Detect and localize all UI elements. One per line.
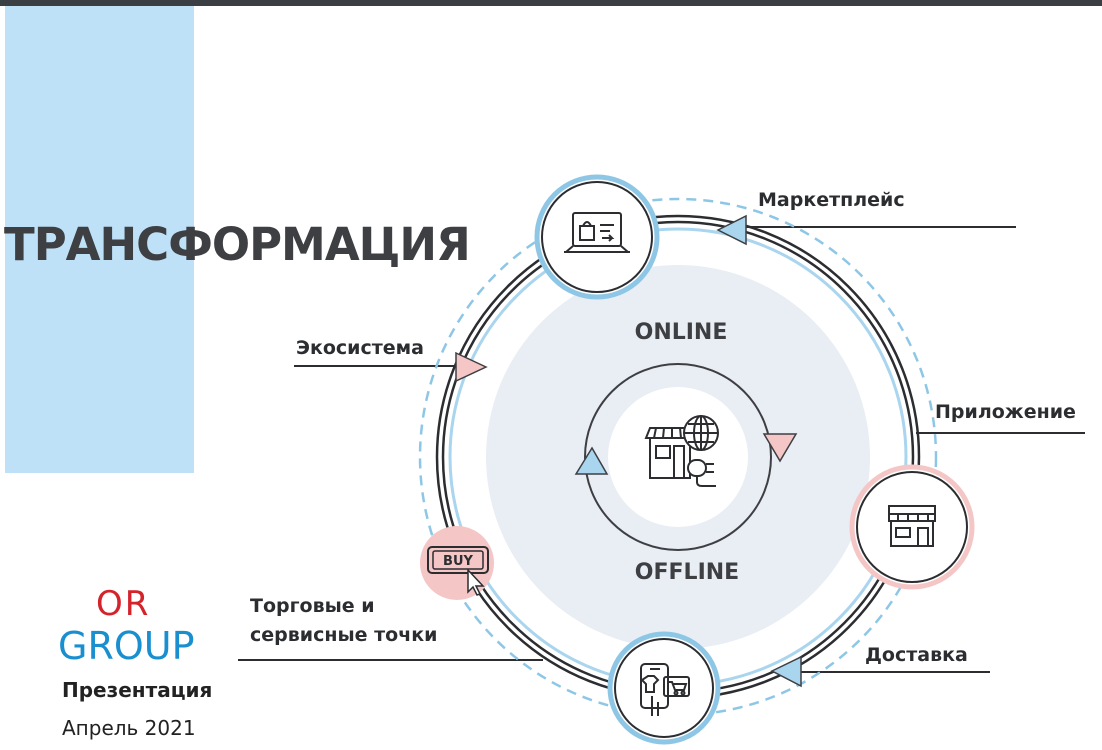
cycle-ring [584,363,772,551]
outer-dashed-ring [418,197,938,717]
ecosystem-label: Экосистема [296,337,424,359]
buy-button-icon: BUY [427,546,489,596]
marketplace-label: Маркетплейс [758,189,905,211]
accent-block [5,6,194,473]
online-store-globe-icon [644,415,719,487]
date-label: Апрель 2021 [62,716,196,740]
laptop-node [534,174,660,300]
buy-node: BUY [420,526,494,600]
logo-group: GROUP [58,624,195,668]
offline-label: OFFLINE [634,560,740,585]
cycle-arrow-down [762,433,798,463]
presentation-label: Презентация [62,678,213,702]
storefront-icon [888,505,936,547]
online-label: ONLINE [634,320,728,345]
top-bar [0,0,1102,6]
ecosystem-arrow [455,351,488,383]
logo-or: OR [96,584,151,624]
laptop-shop-icon [564,212,630,253]
slide-title: ТРАНСФОРМАЦИЯ [4,218,471,271]
retail-label-line2: сервисные точки [250,624,438,646]
phone-node [607,631,721,745]
store-node [849,464,975,590]
retail-label-line1: Торговые и [250,595,375,617]
cycle-arrow-up [574,446,609,475]
app-label: Приложение [935,401,1076,423]
marketplace-arrow [716,214,747,246]
hub-disc [608,387,748,527]
mobile-shopping-icon [640,663,690,716]
delivery-arrow [770,655,802,688]
delivery-label: Доставка [865,644,968,666]
buy-text: BUY [443,554,473,569]
